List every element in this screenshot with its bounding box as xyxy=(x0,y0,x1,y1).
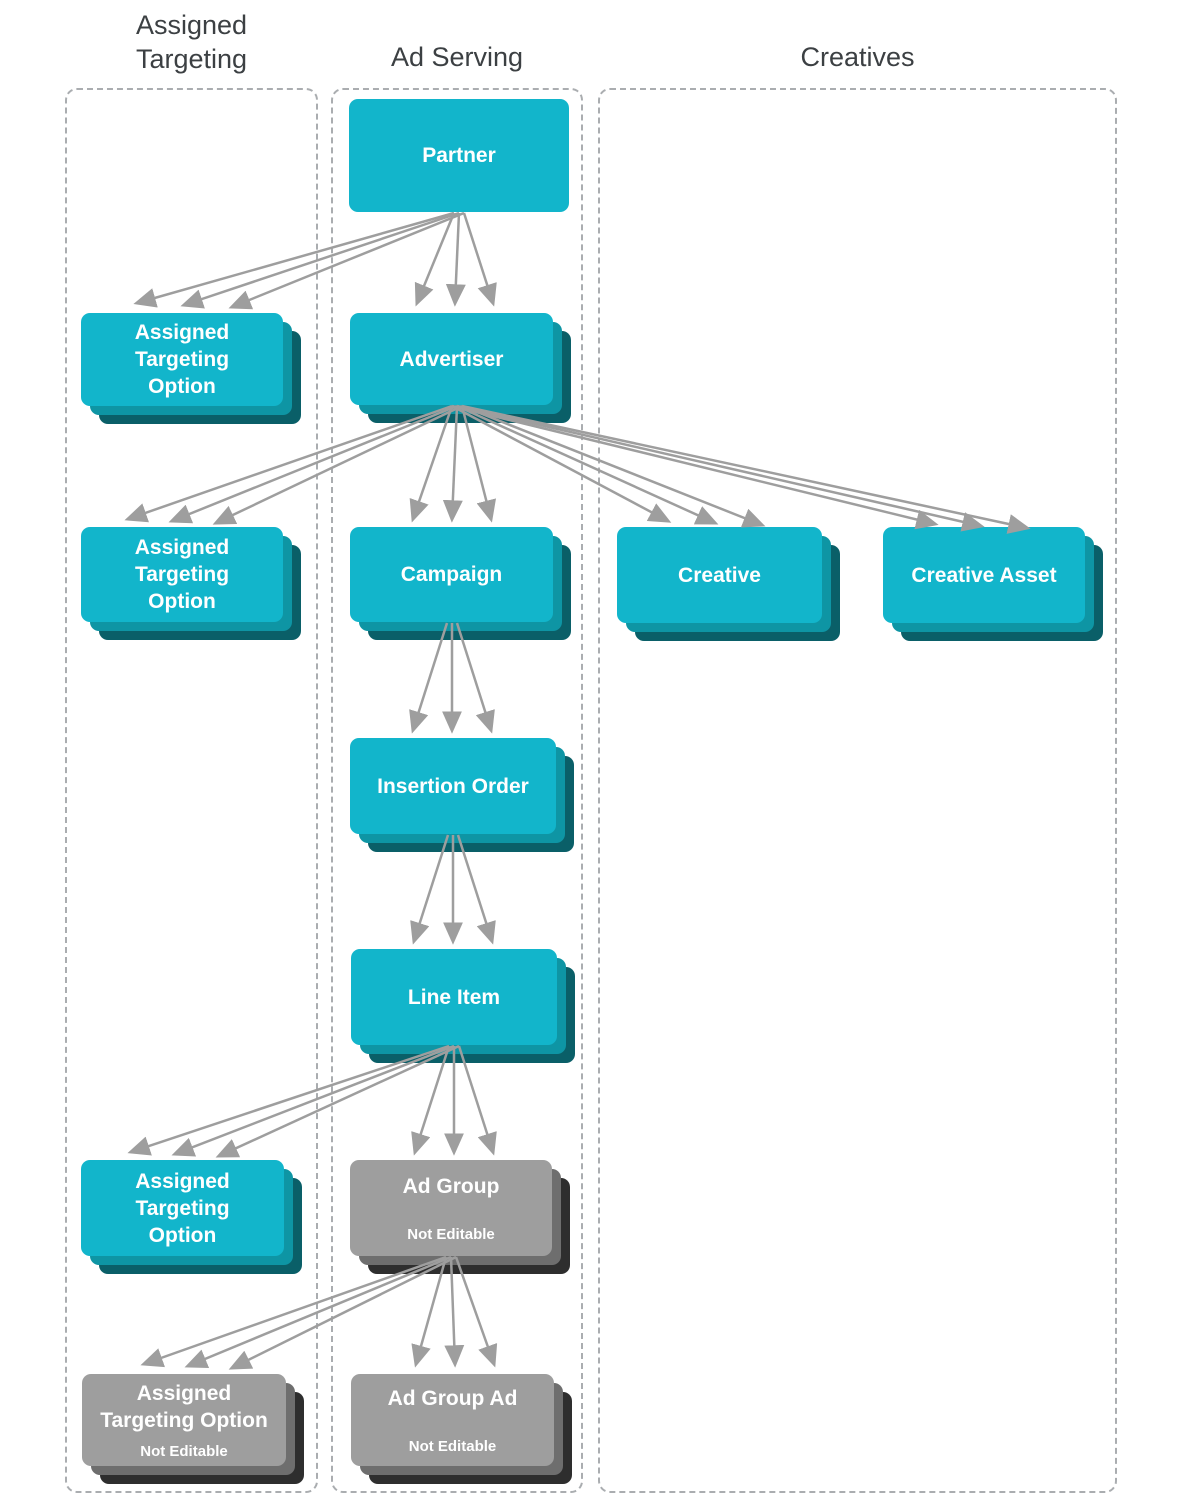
node-assigned-targeting-option-2-face: Assigned Targeting Option xyxy=(81,527,283,622)
node-campaign-face: Campaign xyxy=(350,527,553,622)
node-assigned-targeting-option-2-label: Assigned Targeting Option xyxy=(134,536,230,613)
node-assigned-targeting-option-3-label: Assigned Targeting Option xyxy=(135,1169,230,1247)
node-ad-group-ad-sublabel: Not Editable xyxy=(408,1437,497,1455)
node-creative: Creative xyxy=(617,527,840,641)
node-assigned-targeting-option-3: Assigned Targeting Option xyxy=(81,1160,302,1274)
node-creative-label: Creative xyxy=(678,563,761,587)
column-frame-ad-serving xyxy=(331,88,583,1493)
column-frame-assigned-targeting xyxy=(65,88,318,1493)
node-ad-group-ad-label: Ad Group Ad xyxy=(387,1386,518,1410)
node-campaign-label: Campaign xyxy=(400,563,503,586)
node-assigned-targeting-option-1-face: Assigned Targeting Option xyxy=(81,313,283,406)
node-insertion-order-label: Insertion Order xyxy=(377,774,529,798)
node-assigned-targeting-option-4-sublabel: Not Editable xyxy=(140,1442,228,1460)
node-partner-face: Partner xyxy=(349,99,569,212)
node-ad-group-ad-face: Ad Group Ad Not Editable xyxy=(351,1374,554,1466)
node-creative-asset-label: Creative Asset xyxy=(911,563,1057,587)
node-assigned-targeting-option-1-label: Assigned Targeting Option xyxy=(134,321,230,398)
node-assigned-targeting-option-1: Assigned Targeting Option xyxy=(81,313,301,424)
node-creative-face: Creative xyxy=(617,527,822,623)
node-assigned-targeting-option-4-label: Assigned Targeting Option xyxy=(100,1381,268,1432)
node-partner: Partner xyxy=(349,99,569,212)
node-line-item-face: Line Item xyxy=(351,949,557,1045)
node-ad-group-ad: Ad Group Ad Not Editable xyxy=(351,1374,572,1484)
node-ad-group-sublabel: Not Editable xyxy=(407,1225,495,1243)
node-insertion-order: Insertion Order xyxy=(350,738,574,852)
node-insertion-order-face: Insertion Order xyxy=(350,738,556,834)
node-campaign: Campaign xyxy=(350,527,571,640)
node-line-item-label: Line Item xyxy=(407,985,501,1009)
node-advertiser-face: Advertiser xyxy=(350,313,553,405)
column-header-ad-serving: Ad Serving xyxy=(390,42,524,72)
column-header-creatives: Creatives xyxy=(800,42,915,72)
node-line-item: Line Item xyxy=(351,949,575,1063)
node-assigned-targeting-option-2: Assigned Targeting Option xyxy=(81,527,301,640)
column-header-assigned-targeting: Assigned Targeting xyxy=(135,10,248,74)
node-partner-label: Partner xyxy=(422,144,496,167)
node-creative-asset-face: Creative Asset xyxy=(883,527,1085,623)
node-advertiser: Advertiser xyxy=(350,313,571,423)
node-creative-asset: Creative Asset xyxy=(883,527,1103,641)
node-ad-group-label: Ad Group xyxy=(402,1174,500,1198)
node-assigned-targeting-option-3-face: Assigned Targeting Option xyxy=(81,1160,284,1256)
node-advertiser-label: Advertiser xyxy=(399,347,504,371)
column-frame-creatives xyxy=(598,88,1117,1493)
